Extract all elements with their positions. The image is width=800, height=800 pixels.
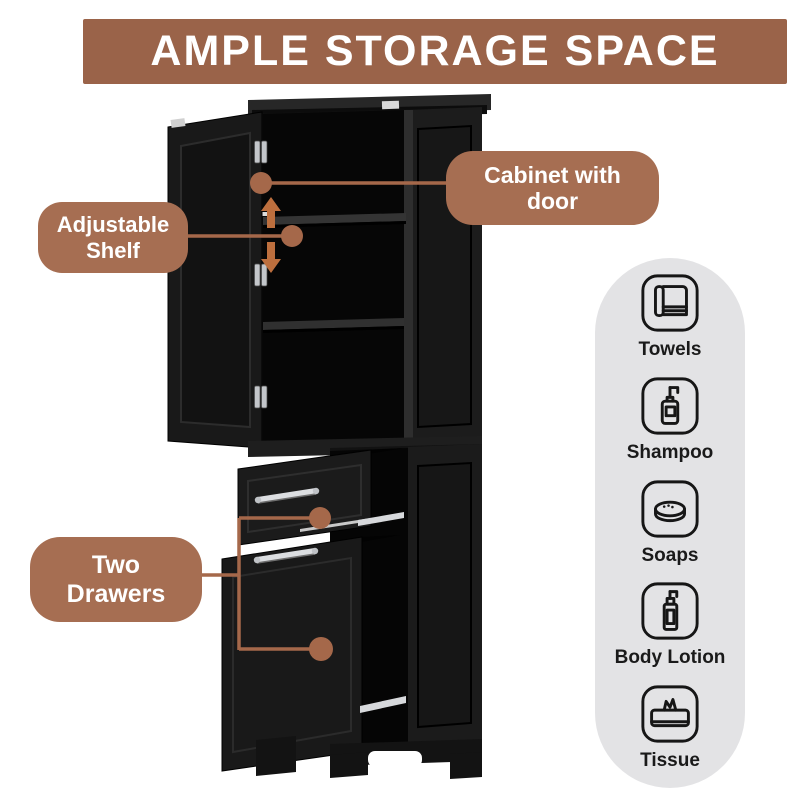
feature-label: Body Lotion: [614, 647, 726, 669]
pointer-dot: [309, 507, 331, 529]
feature-item-body-lotion: Body Lotion: [614, 580, 726, 669]
callout-label: Two Drawers: [66, 550, 166, 608]
soap-icon: [641, 479, 699, 538]
pointer-dot: [281, 225, 303, 247]
open-door: [167, 111, 268, 449]
drawer-slide-rail: [358, 512, 404, 526]
feature-item-tissue: Tissue: [639, 683, 701, 772]
hinge-plate: [381, 100, 400, 110]
pointer-dots: [250, 172, 333, 661]
drawer-handle: [254, 487, 320, 504]
feature-list: Towels Shampoo Soaps: [595, 258, 745, 788]
callout-label: Cabinet with door: [484, 161, 621, 214]
feature-label: Tissue: [640, 750, 700, 771]
door-hinges: [254, 140, 268, 409]
cabinet-upper-body: [262, 107, 482, 450]
adjustable-shelves: [262, 212, 406, 333]
door-bracket: [170, 118, 186, 128]
shelf-adjust-arrows: [261, 197, 281, 273]
feature-item-shampoo: Shampoo: [626, 375, 714, 464]
front-stile: [404, 110, 413, 447]
feature-label: Soaps: [641, 544, 699, 566]
arrow-up-icon: [261, 197, 281, 228]
leader-lines: [186, 181, 450, 651]
drawer-handle: [253, 547, 319, 564]
callout-label: Adjustable Shelf: [56, 212, 170, 263]
arrow-down-icon: [261, 242, 281, 273]
lotion-icon: [641, 582, 699, 640]
callout-two-drawers: Two Drawers: [30, 537, 202, 622]
drawer-slide-rail: [360, 696, 406, 713]
feature-item-soaps: Soaps: [639, 478, 701, 567]
banner-title: AMPLE STORAGE SPACE: [150, 27, 720, 75]
callout-cabinet-with-door: Cabinet with door: [446, 151, 659, 225]
shampoo-icon: [641, 377, 699, 435]
pointer-dot: [250, 172, 272, 194]
tissue-icon: [641, 685, 699, 743]
feature-item-towels: Towels: [639, 272, 702, 361]
callout-adjustable-shelf: Adjustable Shelf: [38, 202, 188, 273]
bottom-drawer: [221, 535, 406, 772]
shelf-pin: [262, 212, 270, 216]
pointer-dot: [309, 637, 333, 661]
feature-label: Towels: [638, 339, 702, 360]
cabinet-feet: [256, 736, 482, 779]
banner: AMPLE STORAGE SPACE: [83, 19, 787, 84]
towel-icon: [641, 274, 699, 332]
feature-label: Shampoo: [626, 441, 714, 463]
